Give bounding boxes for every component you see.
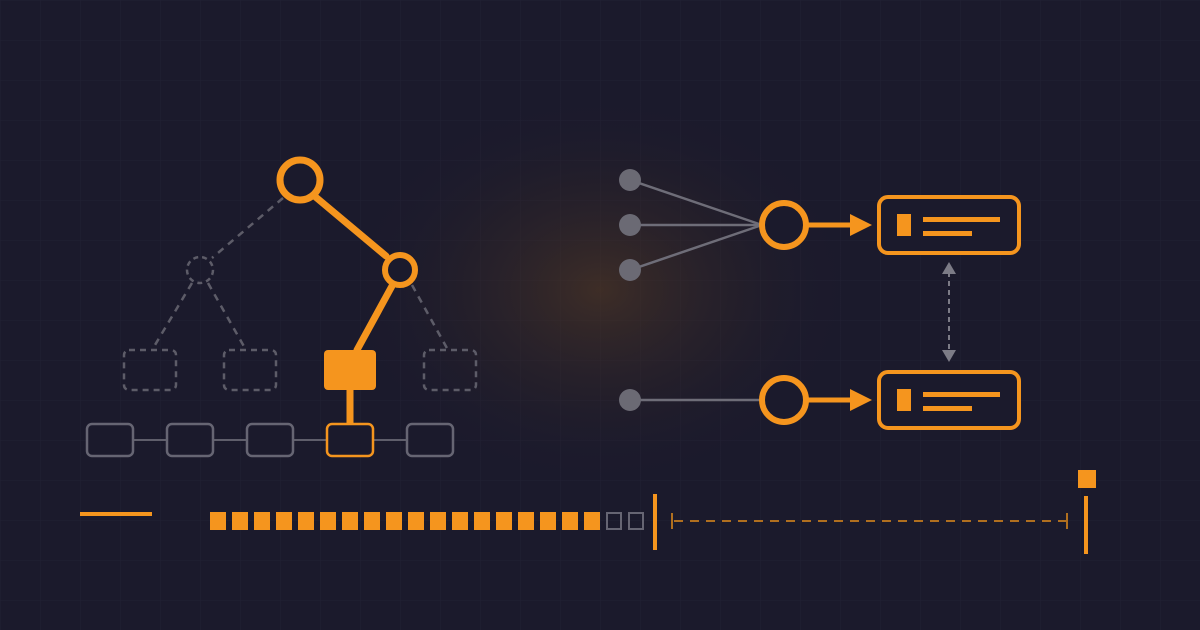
- progress-segment-filled: [518, 512, 534, 530]
- input-node: [619, 259, 641, 281]
- progress-segment-filled: [430, 512, 446, 530]
- arrow-head-icon: [850, 389, 872, 411]
- inactive-branches: [150, 197, 450, 351]
- track-start-tick: [671, 513, 673, 529]
- card-marker: [897, 214, 911, 236]
- upper-inputs: [619, 169, 763, 281]
- arrow-head-icon: [850, 214, 872, 236]
- leaf-slots: [85, 422, 455, 458]
- active-branch: [353, 282, 396, 354]
- progress-segment-filled: [584, 512, 600, 530]
- dash-icon: [80, 512, 152, 516]
- active-tree-node: [382, 252, 418, 288]
- active-branch: [308, 190, 390, 260]
- bidirectional-link: [942, 262, 956, 362]
- card-line: [923, 217, 1000, 222]
- output-card: [877, 195, 1021, 255]
- input-edge: [629, 178, 763, 227]
- progress-segment-empty: [628, 512, 644, 530]
- square-flag-icon: [1078, 470, 1096, 488]
- progress-segment-filled: [210, 512, 226, 530]
- active-leaf-slot: [325, 422, 375, 458]
- progress-segment-filled: [298, 512, 314, 530]
- progress-segment-filled: [276, 512, 292, 530]
- progress-segment-filled: [562, 512, 578, 530]
- input-edge: [629, 223, 763, 272]
- input-node: [619, 389, 641, 411]
- progress-segment-filled: [540, 512, 556, 530]
- arrow-up-icon: [942, 262, 956, 274]
- root-node: [276, 156, 324, 204]
- progress-segment-filled: [452, 512, 468, 530]
- progress-segment-filled: [386, 512, 402, 530]
- leaf-slot: [405, 422, 455, 458]
- progress-segment-filled: [342, 512, 358, 530]
- upper-hub-node: [759, 200, 809, 250]
- input-node: [619, 214, 641, 236]
- goal-pole: [1084, 496, 1088, 554]
- selected-candidate-box: [324, 350, 376, 390]
- search-tree: [85, 156, 478, 458]
- output-card: [877, 370, 1021, 430]
- progress-segment-filled: [254, 512, 270, 530]
- card-line: [923, 231, 972, 236]
- progress-segment-filled: [474, 512, 490, 530]
- progress-segment-filled: [232, 512, 248, 530]
- progress-segment-filled: [496, 512, 512, 530]
- progress-segment-filled: [320, 512, 336, 530]
- arrow-down-icon: [942, 350, 956, 362]
- leaf-slot: [165, 422, 215, 458]
- card-line: [923, 406, 972, 411]
- inactive-tree-node: [185, 255, 215, 285]
- track-end-tick: [1066, 513, 1068, 529]
- card-marker: [897, 389, 911, 411]
- card-line: [923, 392, 1000, 397]
- leaf-slot: [85, 422, 135, 458]
- routing-network: [619, 169, 1021, 430]
- progress-timeline: [80, 470, 1096, 554]
- progress-segment-empty: [606, 512, 622, 530]
- progress-cursor: [653, 494, 657, 550]
- input-node: [619, 169, 641, 191]
- lower-hub-node: [759, 375, 809, 425]
- lower-inputs: [619, 389, 762, 411]
- leaf-slot: [245, 422, 295, 458]
- progress-segment-filled: [408, 512, 424, 530]
- progress-segment-filled: [364, 512, 380, 530]
- progress-segments: [210, 512, 644, 530]
